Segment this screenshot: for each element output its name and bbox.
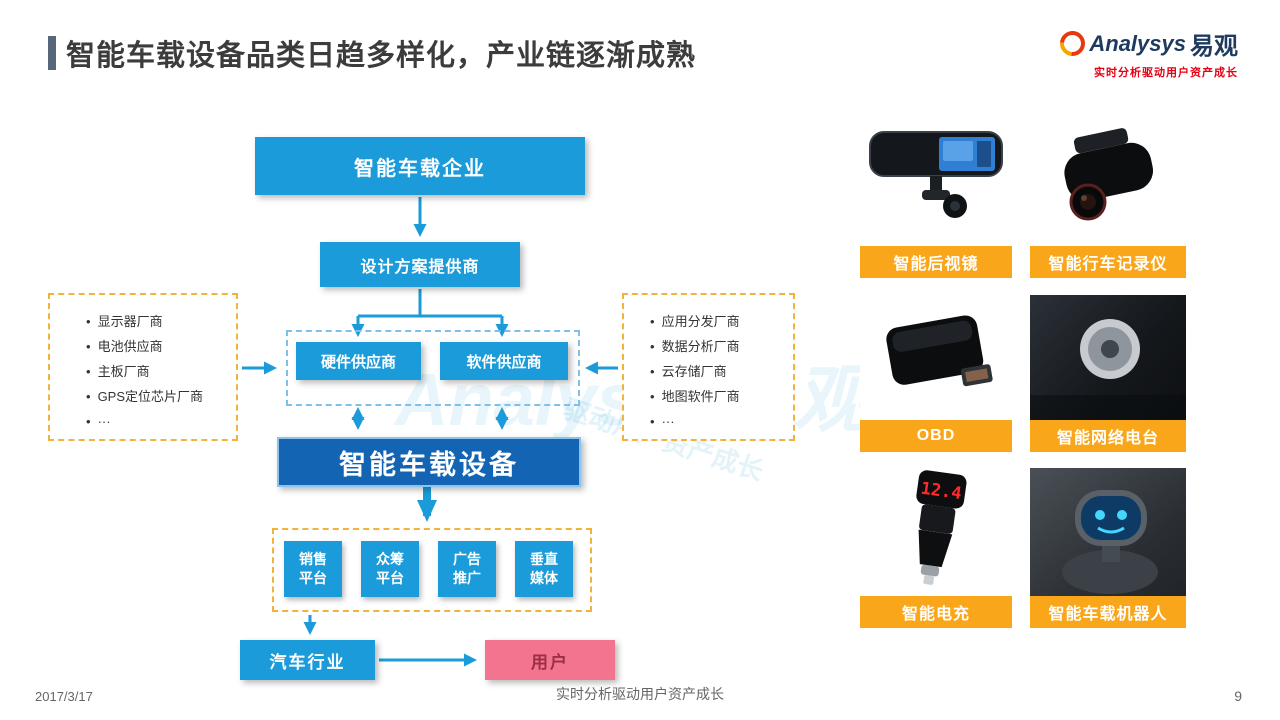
channel-label: 众筹平台 — [376, 551, 404, 586]
channel-box-advertising: 广告推广 — [438, 541, 496, 597]
analysys-logo: Analysys 易观 实时分析驱动用户资产成长 — [1055, 25, 1238, 80]
list-item: 电池供应商 — [86, 334, 230, 359]
list-item: ··· — [86, 409, 230, 434]
channel-box-vertical-media: 垂直媒体 — [515, 541, 573, 597]
flow-box-software-supplier: 软件供应商 — [440, 342, 568, 380]
product-card-rearview-mirror: 智能后视镜 — [860, 118, 1012, 278]
product-label: 智能行车记录仪 — [1030, 246, 1186, 278]
flow-box-enterprise: 智能车载企业 — [255, 137, 585, 195]
suppliers-dashed-container — [286, 330, 580, 406]
logo-cn: 易观 — [1190, 33, 1238, 60]
footer-page-number: 9 — [1234, 688, 1242, 704]
product-card-dashcam: 智能行车记录仪 — [1030, 118, 1186, 278]
logo-tagline: 实时分析驱动用户资产成长 — [1094, 67, 1238, 79]
hardware-supplier-list: 显示器厂商 电池供应商 主板厂商 GPS定位芯片厂商 ··· — [48, 293, 238, 441]
product-card-car-robot: 智能车载机器人 — [1030, 468, 1186, 628]
product-label: OBD — [860, 420, 1012, 452]
flow-box-design-provider: 设计方案提供商 — [320, 242, 520, 287]
page-title: 智能车载设备品类日趋多样化，产业链逐渐成熟 — [66, 40, 697, 72]
title-accent-bar — [48, 36, 56, 70]
list-item: 数据分析厂商 — [650, 334, 787, 359]
footer-date: 2017/3/17 — [35, 689, 93, 704]
list-item: 地图软件厂商 — [650, 384, 787, 409]
product-label: 智能电充 — [860, 596, 1012, 628]
flow-box-smart-device: 智能车载设备 — [277, 437, 581, 487]
channel-label: 广告推广 — [453, 551, 481, 586]
product-label: 智能车载机器人 — [1030, 596, 1186, 628]
product-label: 智能后视镜 — [860, 246, 1012, 278]
channel-box-sales: 销售平台 — [284, 541, 342, 597]
list-item: GPS定位芯片厂商 — [86, 384, 230, 409]
list-item: 主板厂商 — [86, 359, 230, 384]
flow-box-auto-industry: 汽车行业 — [240, 640, 375, 680]
flow-box-hardware-supplier: 硬件供应商 — [296, 342, 421, 380]
footer-slogan: 实时分析驱动用户资产成长 — [556, 686, 724, 702]
list-item: 云存储厂商 — [650, 359, 787, 384]
channel-label: 垂直媒体 — [530, 551, 558, 586]
product-card-smart-charger: 12.4 智能电充 — [860, 468, 1012, 628]
list-item: 应用分发厂商 — [650, 309, 787, 334]
product-label: 智能网络电台 — [1030, 420, 1186, 452]
channel-box-crowdfunding: 众筹平台 — [361, 541, 419, 597]
product-card-obd: OBD — [860, 295, 1012, 452]
channel-label: 销售平台 — [299, 551, 327, 586]
analysys-logo-ring-icon — [1055, 25, 1091, 62]
channels-dashed-container — [272, 528, 592, 612]
logo-latin: Analysys — [1089, 30, 1186, 56]
product-card-network-radio: 智能网络电台 — [1030, 295, 1186, 452]
flow-box-user: 用户 — [485, 640, 615, 680]
software-supplier-list: 应用分发厂商 数据分析厂商 云存储厂商 地图软件厂商 ··· — [622, 293, 795, 441]
list-item: ··· — [650, 409, 787, 434]
list-item: 显示器厂商 — [86, 309, 230, 334]
